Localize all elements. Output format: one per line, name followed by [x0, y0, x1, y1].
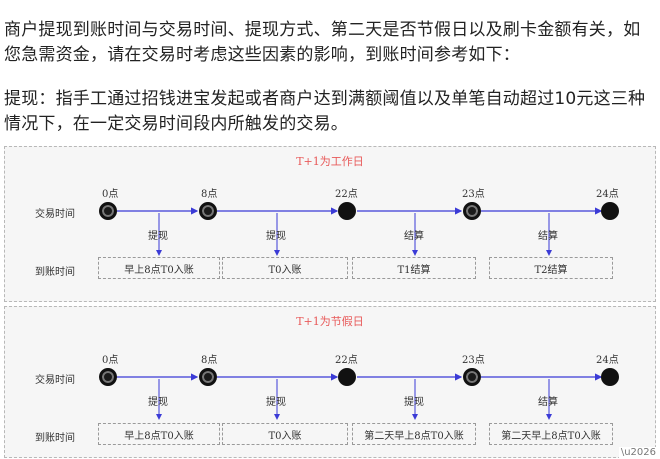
- timeline-node: [463, 202, 481, 220]
- action-label: 结算: [538, 397, 558, 408]
- timeline-node: [601, 368, 619, 386]
- action-label: 提现: [148, 231, 168, 242]
- intro-paragraph: 商户提现到账时间与交易时间、提现方式、第二天是否节假日以及刷卡金额有关，如 您急…: [4, 18, 658, 68]
- timeline-node: [463, 368, 481, 386]
- result-box: T1结算: [352, 257, 476, 279]
- result-box: T2结算: [489, 257, 613, 279]
- time-label-0: 0点: [102, 189, 119, 200]
- result-box: 早上8点T0入账: [98, 257, 220, 279]
- arrival-time-label: 到账时间: [35, 267, 75, 278]
- timeline-node: [199, 368, 217, 386]
- watermark: \u2026: [618, 447, 658, 458]
- time-label-22: 22点: [335, 189, 358, 200]
- timeline-node: [99, 368, 117, 386]
- action-label: 提现: [266, 231, 286, 242]
- timeline-diagram-holiday: T+1为节假日 交易时间 到账时间 0点 8点 22点 23点 24点 提现 提…: [4, 306, 656, 458]
- timeline-lines: [115, 373, 603, 420]
- action-label: 提现: [404, 397, 424, 408]
- trade-time-label: 交易时间: [35, 375, 75, 386]
- arrival-time-label: 到账时间: [35, 433, 75, 444]
- diagram-title: T+1为工作日: [296, 155, 364, 168]
- time-label-24: 24点: [596, 355, 619, 366]
- timeline-node: [338, 368, 356, 386]
- result-box: 第二天早上8点T0入账: [489, 423, 613, 445]
- action-label: 提现: [266, 397, 286, 408]
- timeline-lines: [115, 207, 603, 256]
- diagram-title: T+1为节假日: [296, 315, 364, 328]
- timeline-node: [99, 202, 117, 220]
- time-label-8: 8点: [201, 189, 218, 200]
- time-label-0: 0点: [102, 355, 119, 366]
- time-label-8: 8点: [201, 355, 218, 366]
- result-box: 第二天早上8点T0入账: [352, 423, 476, 445]
- definition-line-1: 提现：指手工通过招钱进宝发起或者商户达到满额阈值以及单笔自动超过10元这三种: [4, 89, 646, 109]
- result-box: 早上8点T0入账: [98, 423, 220, 445]
- timeline-node: [601, 202, 619, 220]
- timeline-diagram-workday: T+1为工作日 交易时间 到账时间 0点 8点 22点 23点 24点 提现 提…: [4, 146, 656, 302]
- action-label: 提现: [148, 397, 168, 408]
- definition-line-2: 情况下，在一定交易时间段内所触发的交易。: [4, 114, 348, 134]
- definition-paragraph: 提现：指手工通过招钱进宝发起或者商户达到满额阈值以及单笔自动超过10元这三种 情…: [4, 87, 658, 137]
- time-label-24: 24点: [596, 189, 619, 200]
- result-box: T0入账: [222, 257, 348, 279]
- action-label: 结算: [404, 231, 424, 242]
- time-label-23: 23点: [462, 189, 485, 200]
- timeline-node: [338, 202, 356, 220]
- trade-time-label: 交易时间: [35, 209, 75, 220]
- intro-line-2: 您急需资金，请在交易时考虑这些因素的影响，到账时间参考如下：: [4, 45, 520, 65]
- timeline-node: [199, 202, 217, 220]
- action-label: 结算: [538, 231, 558, 242]
- result-box: T0入账: [222, 423, 348, 445]
- time-label-23: 23点: [462, 355, 485, 366]
- time-label-22: 22点: [335, 355, 358, 366]
- intro-line-1: 商户提现到账时间与交易时间、提现方式、第二天是否节假日以及刷卡金额有关，如: [4, 20, 641, 40]
